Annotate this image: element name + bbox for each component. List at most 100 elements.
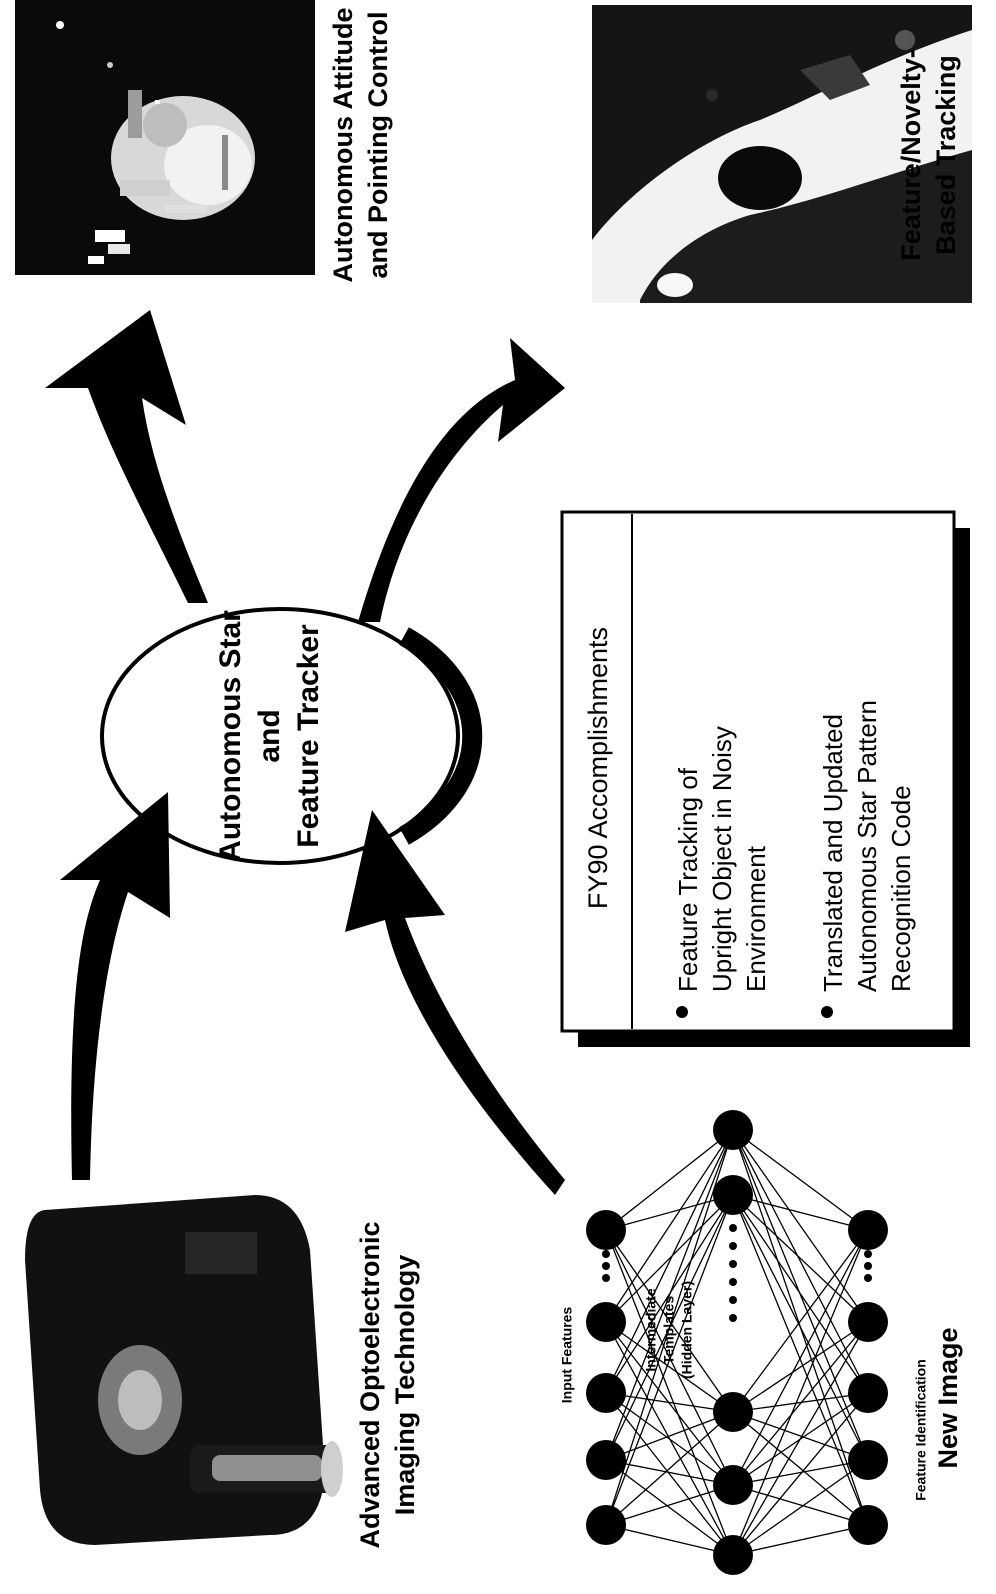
network-connection — [605, 1524, 734, 1556]
network-connection — [605, 1194, 734, 1526]
network-connection — [732, 1129, 869, 1461]
network-connection — [732, 1194, 869, 1323]
network-connection — [605, 1411, 734, 1526]
caption-tracking-line-2: Based Tracking — [931, 55, 961, 255]
network-connection — [732, 1321, 869, 1486]
item-1-line-1: Feature Tracking of — [673, 767, 703, 992]
network-connections — [605, 1129, 869, 1556]
network-connection — [732, 1194, 869, 1526]
network-connection — [605, 1129, 734, 1323]
network-connection — [732, 1484, 869, 1526]
tracker-title-line-2: and — [253, 709, 286, 762]
network-connection — [605, 1321, 734, 1413]
network-connection — [605, 1229, 734, 1556]
curved-arrows — [45, 310, 565, 1195]
arrow-from-imaging — [60, 792, 170, 1180]
network-connection — [605, 1484, 734, 1526]
arrow-to-feature-tracking — [358, 338, 565, 622]
camera-photo — [5, 1175, 345, 1565]
network-connection — [732, 1392, 869, 1486]
network-connection — [605, 1392, 734, 1556]
network-connection — [732, 1129, 869, 1394]
hidden-layer-label-3: (Hidden Layer) — [679, 1281, 695, 1379]
network-connection — [605, 1129, 734, 1231]
network-connection — [732, 1524, 869, 1556]
ellipsis-dot — [864, 1262, 872, 1270]
ellipsis-dot — [602, 1250, 610, 1258]
item-2-line-3: Recognition Code — [886, 785, 916, 992]
network-connection — [732, 1229, 869, 1413]
ellipsis-dot — [602, 1274, 610, 1282]
input-node — [586, 1302, 626, 1342]
ellipsis-dot — [729, 1314, 737, 1322]
network-connection — [732, 1229, 869, 1556]
hidden-node — [713, 1110, 753, 1150]
output-node — [848, 1302, 888, 1342]
network-connection — [732, 1459, 869, 1556]
network-connection — [732, 1129, 869, 1323]
input-node — [586, 1440, 626, 1480]
tracker-ellipse: Autonomous Star and Feature Tracker — [100, 607, 483, 865]
input-node — [586, 1373, 626, 1413]
accomplishments-box: FY90 Accomplishments Feature Tracking of… — [560, 510, 970, 1047]
network-connection — [605, 1459, 734, 1486]
ellipsis-dot — [729, 1296, 737, 1304]
satellite-photo — [15, 0, 315, 275]
network-connection — [605, 1459, 734, 1556]
network-connection — [732, 1129, 869, 1526]
tracking-photo — [592, 5, 972, 303]
network-connection — [605, 1229, 734, 1486]
network-connection — [732, 1321, 869, 1413]
item-2-line-2: Autonomous Star Pattern — [852, 700, 882, 992]
network-connection — [732, 1392, 869, 1556]
output-node — [848, 1373, 888, 1413]
tracker-title-line-3: Feature Tracker — [292, 624, 325, 848]
item-1-line-3: Environment — [741, 845, 771, 992]
network-connection — [605, 1194, 734, 1323]
caption-tracking-line-1: Feature/Novelty- — [896, 49, 926, 261]
input-features-label: Input Features — [559, 1307, 575, 1404]
hidden-node — [713, 1465, 753, 1505]
feature-identification-label: Feature Identification — [913, 1359, 929, 1501]
bullet-1 — [676, 1006, 688, 1018]
network-connection — [605, 1194, 734, 1231]
ellipsis-dot — [729, 1224, 737, 1232]
tracker-title-line-1: Autonomous Star — [214, 610, 247, 862]
ellipsis-dot — [602, 1262, 610, 1270]
caption-attitude-line-1: Autonomous Attitude — [328, 8, 358, 283]
output-node — [848, 1210, 888, 1250]
input-node — [586, 1505, 626, 1545]
network-connection — [605, 1321, 734, 1556]
caption-imaging-line-1: Advanced Optoelectronic — [355, 1221, 385, 1548]
hidden-node — [713, 1392, 753, 1432]
caption-new-image: New Image — [933, 1327, 963, 1468]
arrow-from-new-image — [345, 810, 565, 1195]
network-ellipsis-dots — [602, 1224, 872, 1322]
ellipsis-dot — [729, 1260, 737, 1268]
network-connection — [732, 1229, 869, 1486]
input-node — [586, 1210, 626, 1250]
neural-network: Input Features Intermediate Templates (H… — [559, 1110, 929, 1575]
output-node — [848, 1440, 888, 1480]
network-connection — [605, 1229, 734, 1413]
network-connection — [732, 1194, 869, 1231]
item-1-line-2: Upright Object in Noisy — [707, 726, 737, 992]
network-nodes — [586, 1110, 888, 1575]
accomplishments-title: FY90 Accomplishments — [583, 627, 613, 909]
hidden-layer-label-1: Intermediate — [643, 1288, 659, 1371]
output-node — [848, 1505, 888, 1545]
captions: Autonomous Attitude and Pointing Control… — [328, 8, 963, 1549]
network-connection — [732, 1129, 869, 1231]
network-connection — [732, 1459, 869, 1486]
ellipsis-dot — [864, 1250, 872, 1258]
network-connection — [732, 1411, 869, 1461]
item-2-line-1: Translated and Updated — [818, 714, 848, 992]
ellipsis-dot — [729, 1242, 737, 1250]
ellipsis-dot — [864, 1274, 872, 1282]
caption-imaging-line-2: Imaging Technology — [390, 1255, 420, 1516]
hidden-layer-label-2: Templates — [661, 1296, 677, 1364]
bullet-2 — [821, 1006, 833, 1018]
network-connection — [605, 1194, 734, 1461]
